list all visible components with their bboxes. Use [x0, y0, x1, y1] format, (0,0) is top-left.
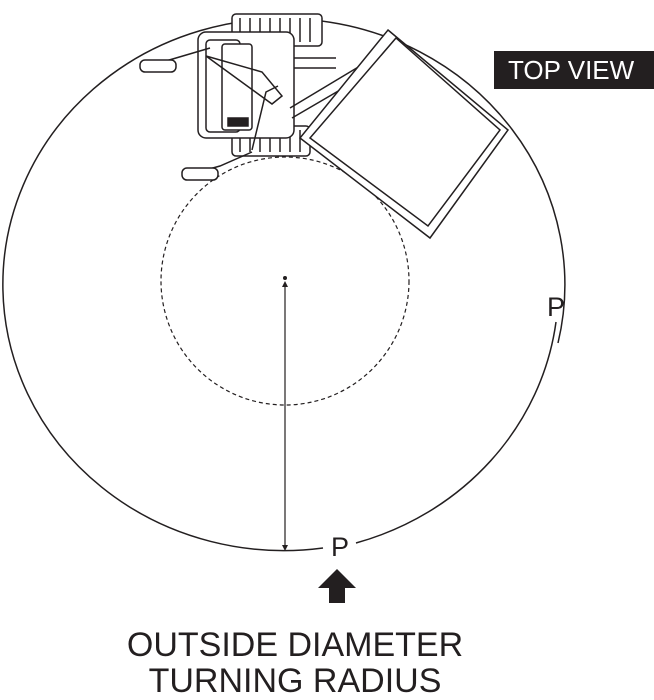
outer-turning-circle	[2, 17, 566, 552]
point-label-bottom: P	[331, 532, 350, 562]
inner-dashed-circle	[160, 156, 410, 406]
caption-line-1: OUTSIDE DIAMETER	[126, 626, 464, 664]
top-view-badge: TOP VIEW	[494, 51, 654, 89]
outer-turning-circle-lower-right	[355, 321, 557, 544]
bucket-attachment	[298, 28, 510, 240]
point-label-side: P	[547, 292, 566, 322]
machine-top-view	[139, 13, 365, 181]
center-point	[283, 276, 287, 280]
caption-line-2: TURNING RADIUS	[148, 662, 442, 700]
up-arrow-icon	[318, 569, 356, 603]
